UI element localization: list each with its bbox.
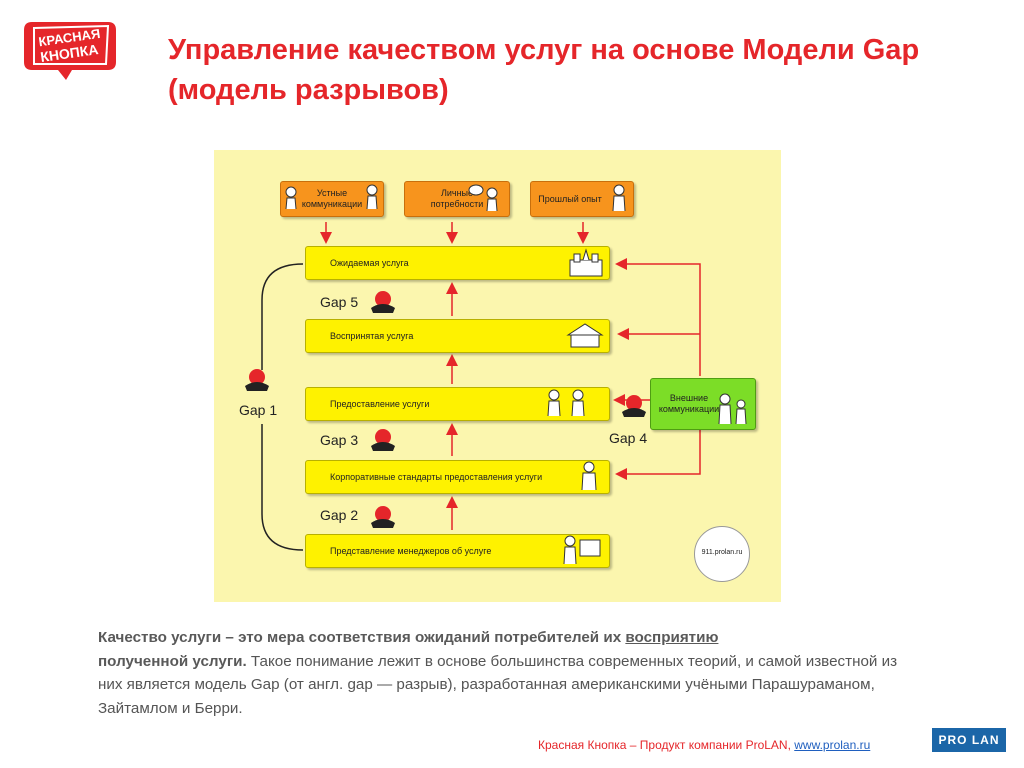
gap1-marker-icon xyxy=(245,369,269,391)
gap4-marker-icon xyxy=(622,395,646,417)
text-bold-3: полученной услуги. xyxy=(98,652,247,670)
gap1-label: Gap 1 xyxy=(239,402,278,418)
level-5-label: Представление менеджеров об услуге xyxy=(330,546,492,556)
level-perceived-service: Воспринятая услуга xyxy=(305,319,610,353)
prolan-stamp: 911.prolan.ru xyxy=(694,526,750,582)
page-title: Управление качеством услуг на основе Мод… xyxy=(168,30,988,110)
service-people-icon xyxy=(547,389,585,417)
level-management-perception: Представление менеджеров об услуге xyxy=(305,534,610,568)
speaking-person-icon xyxy=(285,186,297,210)
external-line1: Внешние xyxy=(669,393,709,403)
manager-presentation-icon xyxy=(563,535,601,565)
text-underlined: восприятию xyxy=(625,629,719,646)
standards-person-icon xyxy=(581,461,597,491)
hut-icon xyxy=(566,323,604,348)
text-rest: Такое понимание лежит в основе большинст… xyxy=(98,652,898,717)
text-bold-1: Качество услуги xyxy=(98,629,222,646)
level-3-label: Предоставление услуги xyxy=(330,399,430,409)
gap4-label: Gap 4 xyxy=(609,430,648,446)
source-1-line2: коммуникации xyxy=(301,199,363,209)
prolan-badge: PRO LAN xyxy=(932,728,1006,752)
old-man-icon xyxy=(612,184,626,212)
source-3-line1: Прошлый опыт xyxy=(538,193,602,204)
gap-model-diagram xyxy=(214,150,781,602)
level-4-label: Корпоративные стандарты предоставления у… xyxy=(330,472,543,482)
krasnaya-knopka-logo: КРАСНАЯ КНОПКА xyxy=(24,22,116,80)
level-expected-service: Ожидаемая услуга xyxy=(305,246,610,280)
gap2-label: Gap 2 xyxy=(320,507,359,523)
level-2-label: Воспринятая услуга xyxy=(330,331,414,341)
source-2-line2: потребности xyxy=(430,199,484,209)
thinking-person-icon xyxy=(468,184,498,212)
gap5-marker-icon xyxy=(371,291,395,313)
footer-text: Красная Кнопка – Продукт компании ProLAN… xyxy=(538,738,795,752)
gap5-label: Gap 5 xyxy=(320,294,359,310)
listening-person-icon xyxy=(366,184,378,210)
level-corporate-standards: Корпоративные стандарты предоставления у… xyxy=(305,460,610,494)
level-1-label: Ожидаемая услуга xyxy=(330,258,409,268)
text-bold-2: – это мера соответствия ожиданий потреби… xyxy=(221,629,626,646)
footer: Красная Кнопка – Продукт компании ProLAN… xyxy=(538,738,870,752)
external-line2: коммуникации xyxy=(658,404,720,414)
stamp-text: 911.prolan.ru xyxy=(701,549,743,556)
gap3-label: Gap 3 xyxy=(320,432,359,448)
gap3-marker-icon xyxy=(371,429,395,451)
title-line2: (модель разрывов) xyxy=(168,74,449,106)
footer-link[interactable]: www.prolan.ru xyxy=(794,738,871,752)
gap2-marker-icon xyxy=(371,506,395,528)
description-paragraph: Качество услуги – это мера соответствия … xyxy=(98,626,898,720)
castle-icon xyxy=(569,248,603,277)
title-line1: Управление качеством услуг на основе Мод… xyxy=(168,34,920,66)
source-1-line1: Устные xyxy=(316,188,348,198)
source-word-of-mouth: Устные коммуникации xyxy=(280,181,384,217)
communications-people-icon xyxy=(718,393,747,425)
source-2-line1: Личные xyxy=(440,188,474,198)
